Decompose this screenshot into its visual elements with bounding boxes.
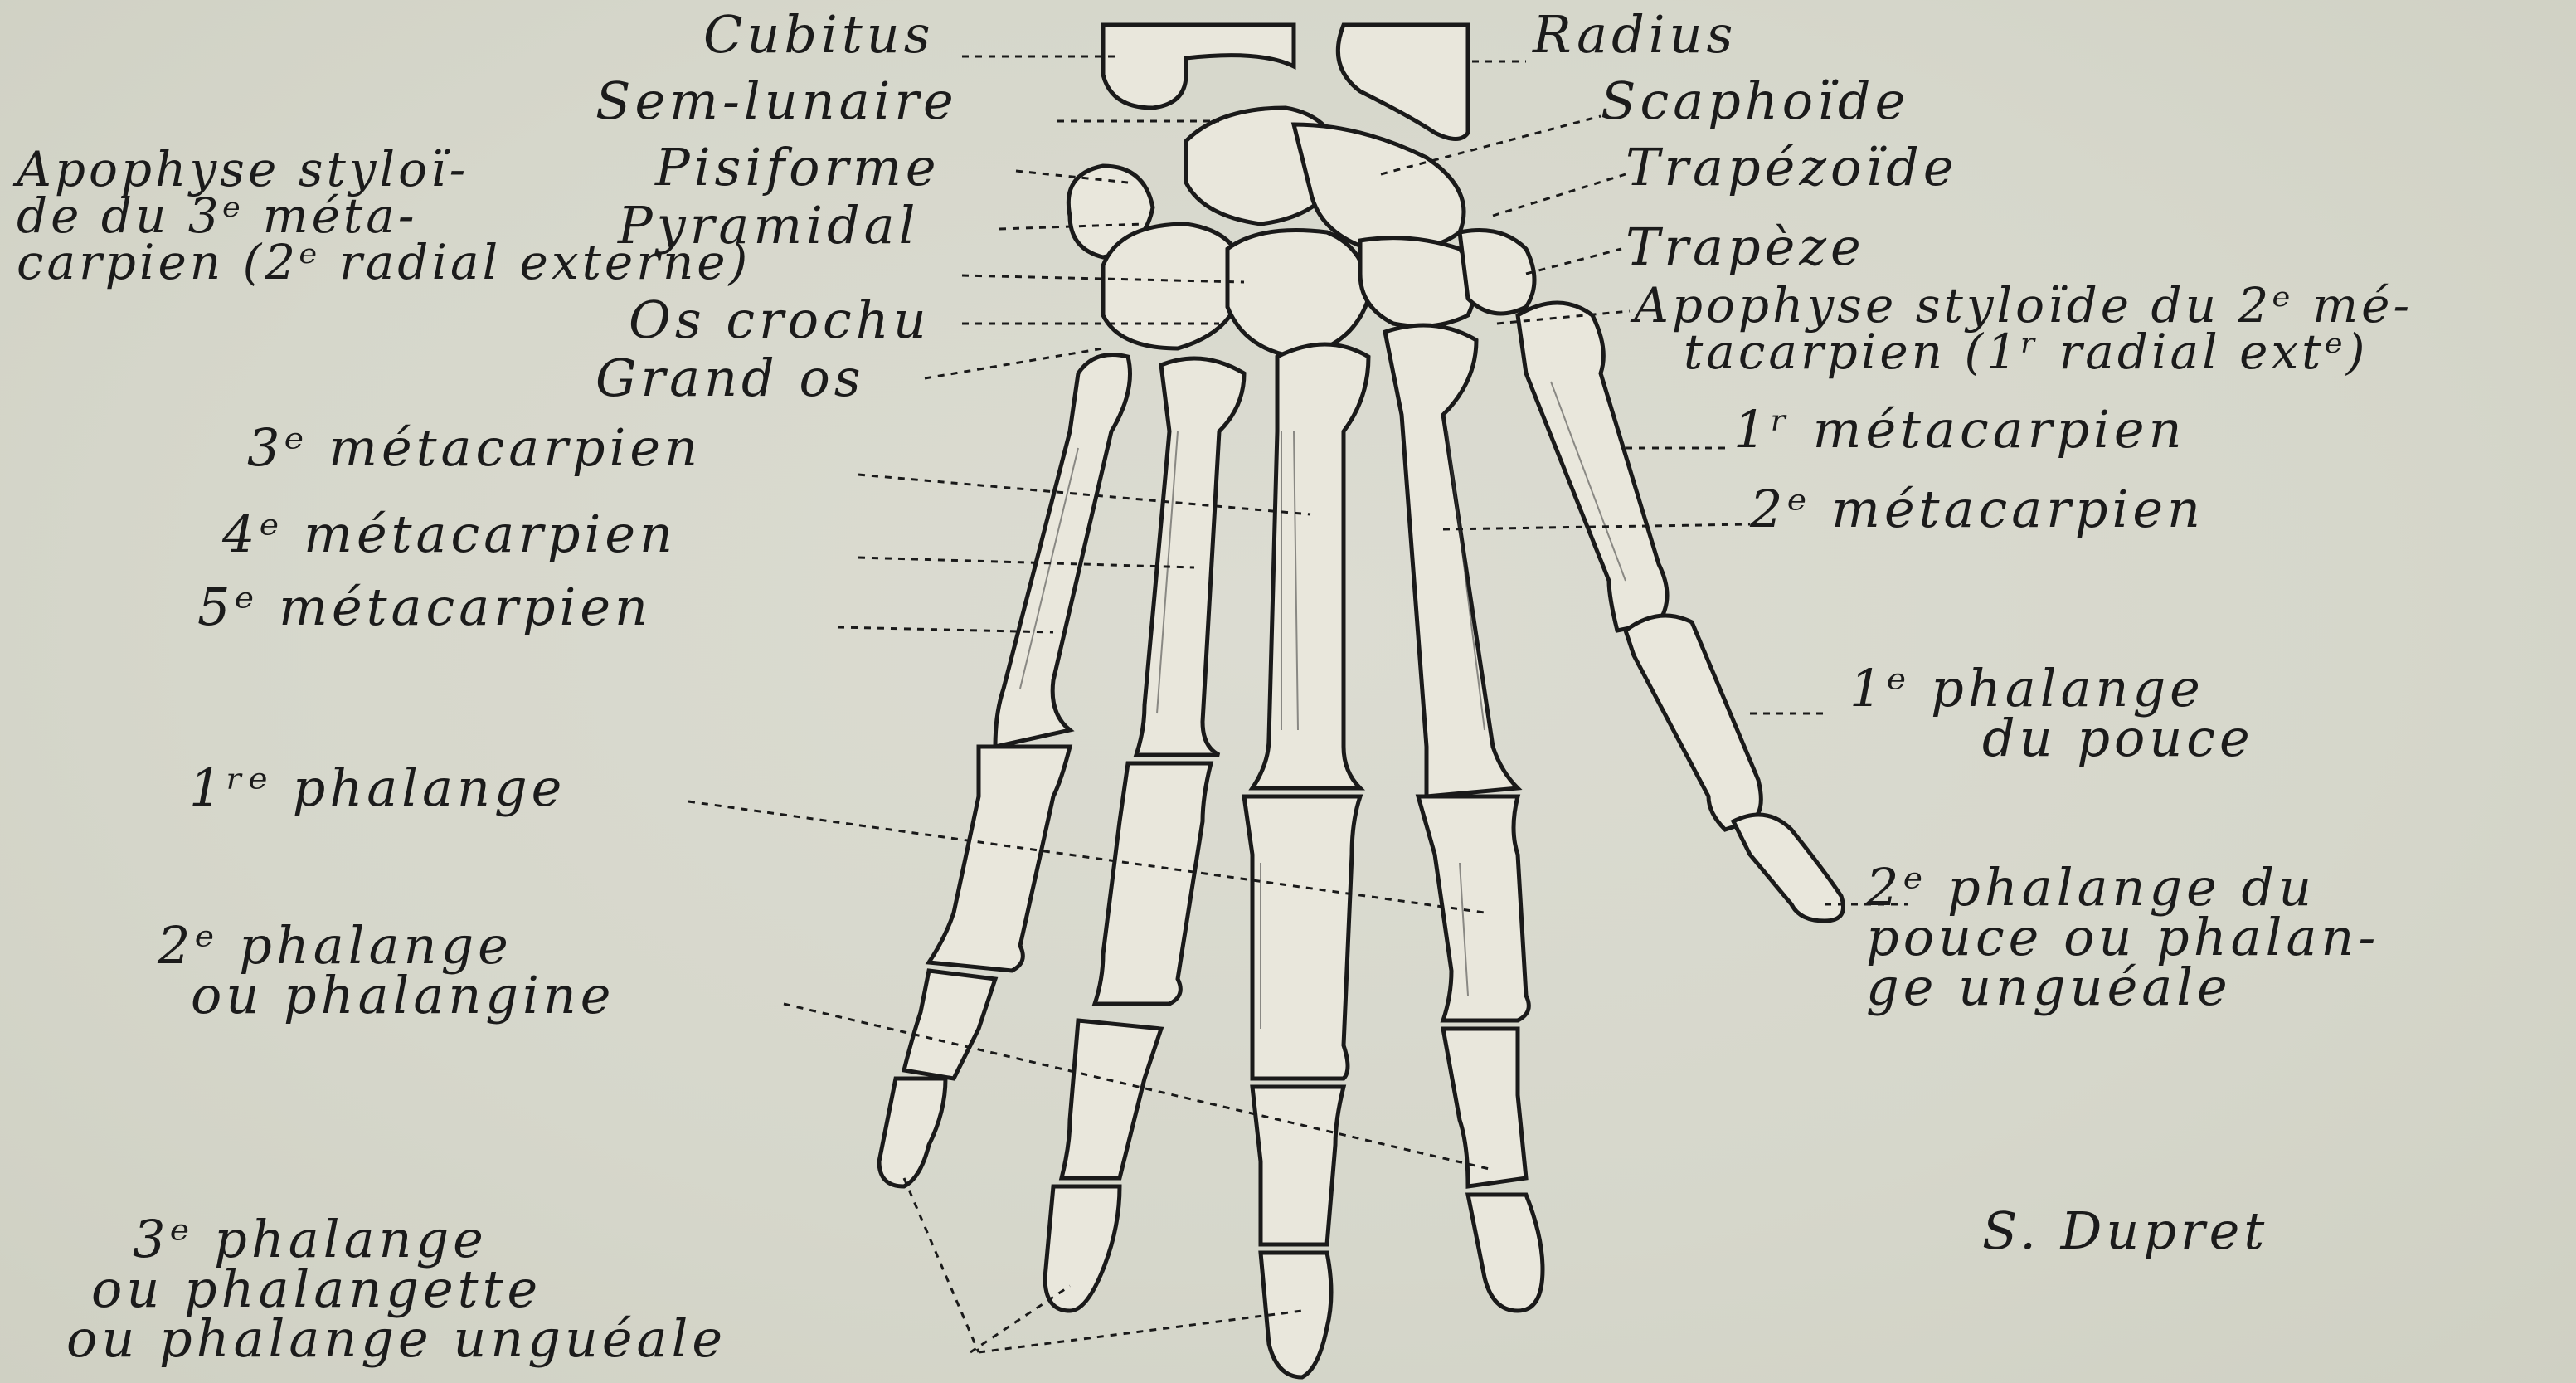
label-1r-metacarpien-text: 1ʳ métacarpien xyxy=(1733,405,2186,455)
label-trapezoide-text: Trapézoïde xyxy=(1626,143,1958,192)
label-4e-metacarpien: 4ᵉ métacarpien xyxy=(222,509,677,559)
artist-signature: S. Dupret xyxy=(1982,1206,2268,1256)
label-scaphoide: Scaphoïde xyxy=(1601,76,1909,126)
label-1r-metacarpien: 1ʳ métacarpien xyxy=(1733,405,2186,455)
label-2e-phalange: 2ᵉ phalange ou phalangine xyxy=(158,921,615,1020)
label-2e-phalange-pouce: 2ᵉ phalange du pouce ou phalan- ge ungué… xyxy=(1866,863,2379,1012)
label-2e-phalange-pouce-line1: 2ᵉ phalange du xyxy=(1866,863,2379,913)
label-trapezoide: Trapézoïde xyxy=(1626,143,1958,192)
label-pyramidal-text: Pyramidal xyxy=(618,201,919,251)
label-cubitus: Cubitus xyxy=(703,10,935,60)
label-trapeze-text: Trapèze xyxy=(1626,222,1865,272)
label-3e-metacarpien: 3ᵉ métacarpien xyxy=(247,423,702,473)
label-2e-metacarpien: 2ᵉ métacarpien xyxy=(1750,485,2204,534)
label-1re-phalange: 1ʳᵉ phalange xyxy=(189,763,566,813)
label-5e-metacarpien-text: 5ᵉ métacarpien xyxy=(197,582,652,632)
label-3e-phalange-line1: 3ᵉ phalange xyxy=(66,1215,727,1264)
label-semilunaire-text: Sem-lunaire xyxy=(595,76,958,126)
label-3e-metacarpien-text: 3ᵉ métacarpien xyxy=(247,423,702,473)
label-os-crochu-text: Os crochu xyxy=(629,295,931,345)
label-scaphoide-text: Scaphoïde xyxy=(1601,76,1909,126)
label-apophyse2-line2: tacarpien (1ʳ radial extᵉ) xyxy=(1634,329,2413,375)
label-apophyse2-line1: Apophyse styloïde du 2ᵉ mé- xyxy=(1634,282,2413,329)
label-3e-phalange-line2: ou phalangette xyxy=(66,1264,727,1314)
label-1e-phalange-pouce: 1ᵉ phalange du pouce xyxy=(1849,664,2254,763)
label-1e-phalange-pouce-line2: du pouce xyxy=(1849,713,2254,763)
label-grand-os-text: Grand os xyxy=(595,353,865,403)
label-semilunaire: Sem-lunaire xyxy=(595,76,958,126)
label-pisiforme: Pisiforme xyxy=(655,143,940,192)
label-5e-metacarpien: 5ᵉ métacarpien xyxy=(197,582,652,632)
label-3e-phalange-line3: ou phalange unguéale xyxy=(66,1314,727,1364)
label-cubitus-text: Cubitus xyxy=(703,10,935,60)
label-apophyse-2e-metacarpien: Apophyse styloïde du 2ᵉ mé- tacarpien (1… xyxy=(1634,282,2413,375)
label-pisiforme-text: Pisiforme xyxy=(655,143,940,192)
label-1e-phalange-pouce-line1: 1ᵉ phalange xyxy=(1849,664,2254,713)
label-4e-metacarpien-text: 4ᵉ métacarpien xyxy=(222,509,677,559)
label-2e-metacarpien-text: 2ᵉ métacarpien xyxy=(1750,485,2204,534)
label-radius-text: Radius xyxy=(1533,10,1737,60)
label-2e-phalange-line1: 2ᵉ phalange xyxy=(158,921,615,971)
label-radius: Radius xyxy=(1533,10,1737,60)
label-grand-os: Grand os xyxy=(595,353,865,403)
label-2e-phalange-pouce-line3: ge unguéale xyxy=(1866,962,2379,1012)
label-3e-phalange: 3ᵉ phalange ou phalangette ou phalange u… xyxy=(66,1215,727,1364)
label-os-crochu: Os crochu xyxy=(629,295,931,345)
label-1re-phalange-text: 1ʳᵉ phalange xyxy=(189,763,566,813)
artist-signature-text: S. Dupret xyxy=(1982,1206,2268,1256)
label-trapeze: Trapèze xyxy=(1626,222,1865,272)
label-2e-phalange-line2: ou phalangine xyxy=(158,971,615,1020)
label-2e-phalange-pouce-line2: pouce ou phalan- xyxy=(1866,913,2379,962)
label-apophyse3-line1: Apophyse styloï- xyxy=(17,146,751,192)
label-pyramidal: Pyramidal xyxy=(618,201,919,251)
